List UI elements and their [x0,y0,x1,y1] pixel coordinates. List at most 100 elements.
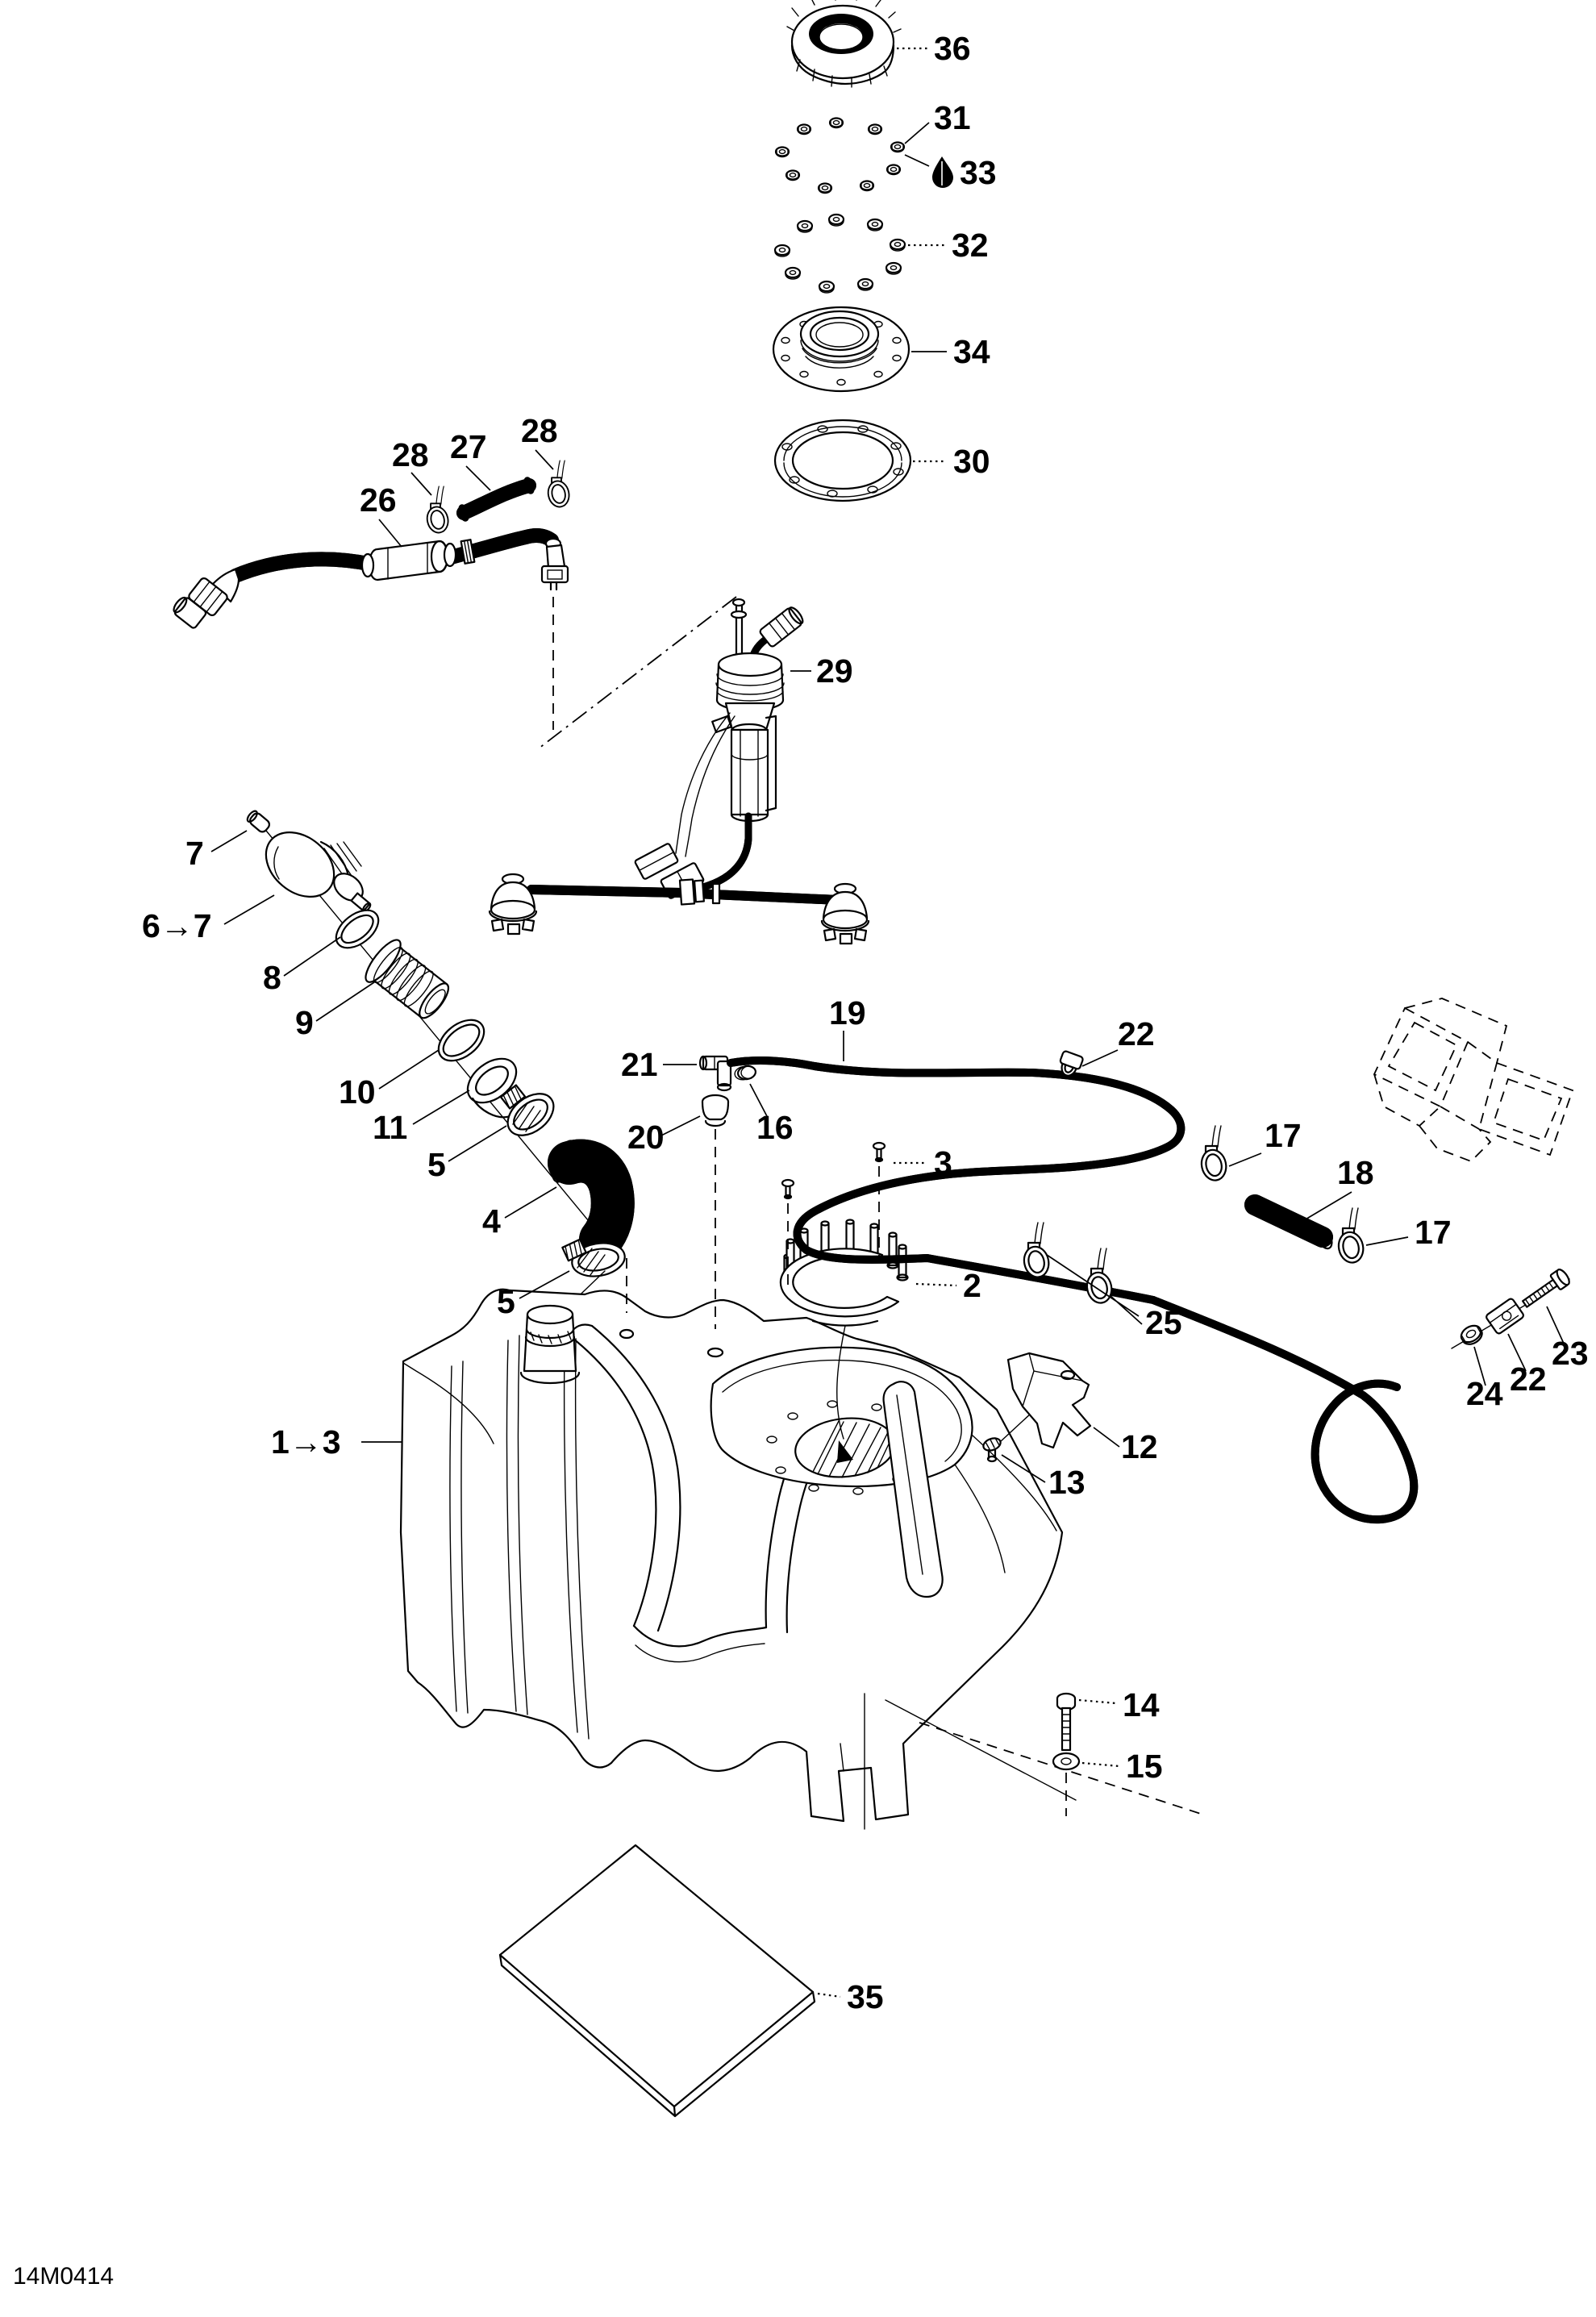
line-clamp-hardware [1451,1269,1570,1349]
callout-24: 24 [1466,1346,1503,1412]
callout-27-text: 27 [450,428,487,465]
callout-15: 15 [1081,1748,1163,1785]
hose-27 [456,477,536,522]
callout-22-line: 22 [1081,1015,1155,1067]
callout-35: 35 [817,1978,884,2015]
push-rivet-13 [982,1437,1002,1463]
callout-26: 26 [360,481,402,548]
callout-20-text: 20 [627,1119,665,1156]
callout-15-text: 15 [1126,1748,1163,1785]
callout-8: 8 [263,936,341,996]
nut-24 [1460,1324,1483,1345]
mounting-studs-3 [781,1141,886,1289]
callout-25-text: 25 [1145,1304,1182,1341]
callout-21: 21 [621,1046,697,1083]
fuel-sender-flange [772,306,911,393]
callout-17-upper: 17 [1228,1117,1302,1167]
callout-11-text: 11 [373,1109,407,1146]
callout-34: 34 [911,333,990,370]
cap-o-ring [335,909,380,949]
callout-4: 4 [482,1186,557,1240]
hose-clamp-5-lower [561,1238,626,1277]
callout-5-upper-text: 5 [427,1146,446,1183]
callout-6-7-text: 6→7 [142,907,212,944]
deflector-bracket-12 [999,1352,1092,1449]
callout-14-text: 14 [1123,1686,1160,1723]
callout-10: 10 [339,1049,440,1111]
callout-29-text: 29 [816,652,853,690]
callout-34-text: 34 [953,333,990,370]
callout-28-left-text: 28 [392,436,429,473]
callout-28-right-text: 28 [521,412,558,449]
clip-22-on-line [1059,1050,1084,1077]
callout-32: 32 [908,227,989,264]
callout-9: 9 [295,981,375,1041]
callout-1-3-text: 1→3 [271,1423,341,1461]
filler-elbow-4 [548,1137,623,1261]
callout-28-right: 28 [521,412,558,470]
cable-tie-25-a [1020,1221,1052,1281]
fuel-cap-lock-ring [786,0,902,88]
pickup-strainer-left [488,873,538,936]
callout-25: 25 [1046,1254,1182,1341]
callout-22-block-text: 22 [1510,1361,1547,1398]
clamp-16 [734,1065,757,1081]
callout-23-text: 23 [1552,1335,1589,1372]
callout-20: 20 [627,1115,701,1156]
tank-filler-stub [519,1304,581,1385]
callout-21-text: 21 [621,1046,658,1083]
cable-tie-17-upper [1198,1124,1230,1184]
callout-23: 23 [1546,1306,1589,1372]
callout-22-line-text: 22 [1118,1015,1155,1052]
callout-1-3: 1→3 [271,1423,402,1461]
cap-valve-7 [246,810,270,833]
filler-neck-9 [365,939,450,1019]
callout-5-lower: 5 [497,1270,570,1320]
callout-7-text: 7 [185,835,204,872]
cable-tie-17-lower [1335,1206,1367,1266]
clip-28-right [544,460,573,510]
sleeve-tube-18 [1244,1194,1333,1250]
callout-26-text: 26 [360,481,397,519]
screw-23 [1522,1269,1570,1308]
callout-18: 18 [1299,1154,1374,1223]
washer-pattern [773,213,906,294]
callout-2-text: 2 [963,1267,981,1304]
callout-19-text: 19 [829,994,866,1031]
callout-12: 12 [1093,1427,1158,1465]
tank-mat-35 [498,1844,816,2118]
callout-33-text: 33 [960,154,997,191]
hose-clamp-band [460,539,476,565]
callout-16: 16 [749,1083,794,1146]
callouts: 36 31 33 32 34 30 28 27 28 26 29 7 6→7 8… [142,30,1589,2015]
callout-5-lower-text: 5 [497,1283,515,1320]
callout-3-text: 3 [934,1144,952,1181]
sheet-code: 14M0414 [13,2263,114,2290]
loctite-drop-icon [932,156,953,188]
callout-9-text: 9 [295,1004,314,1041]
grommet-20 [701,1094,730,1127]
callout-36: 36 [897,30,971,67]
hose-left-connector [173,568,240,629]
callout-14: 14 [1078,1686,1160,1723]
callout-31: 31 [904,99,971,144]
callout-5-upper: 5 [427,1125,507,1183]
fuel-sender-gasket [773,419,912,502]
callout-3: 3 [894,1144,952,1181]
callout-33: 33 [904,154,997,191]
callout-31-text: 31 [934,99,971,136]
callout-11: 11 [373,1090,470,1146]
callout-17-lower-text: 17 [1415,1214,1452,1251]
hose-right-connector [540,537,569,591]
callout-8-text: 8 [263,959,281,996]
nut-pattern [774,117,906,194]
callout-28-left: 28 [392,436,432,496]
callout-12-text: 12 [1121,1428,1158,1465]
gasket-ring-10 [437,1019,485,1062]
hose-clamp-5-upper [499,1084,555,1136]
install-direction-arrow [837,1440,853,1463]
callout-13-text: 13 [1048,1464,1086,1501]
fuel-pump-sender-assembly [488,596,870,945]
